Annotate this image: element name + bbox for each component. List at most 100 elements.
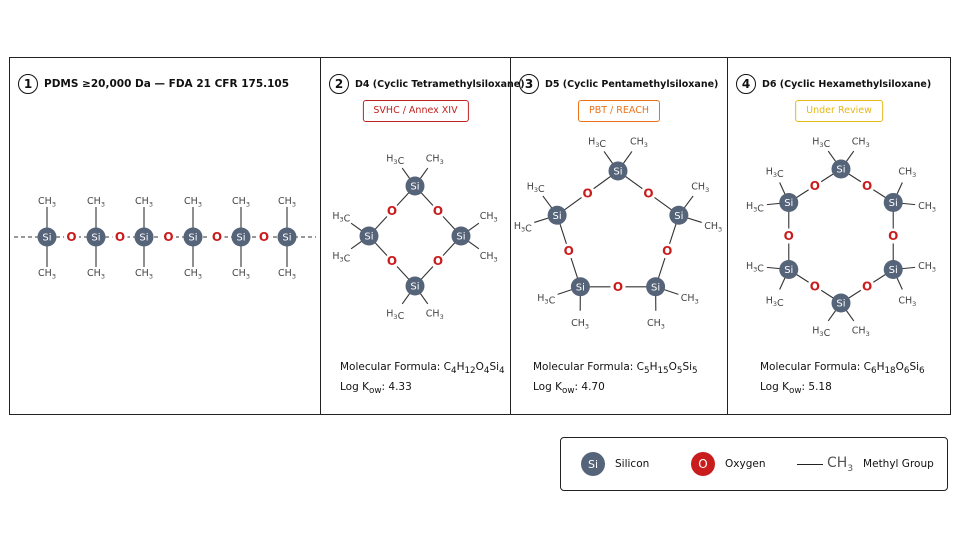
svg-text:Si: Si <box>188 233 197 244</box>
legend-methyl: CH3 Methyl Group <box>797 438 934 490</box>
pdms-chain-structure: CH3CH3OCH3CH3OCH3CH3OCH3CH3OCH3CH3OCH3CH… <box>14 196 316 281</box>
silicon-atom: Si <box>451 226 471 246</box>
oxygen-knockout <box>384 253 400 269</box>
oxygen-knockout <box>580 185 596 201</box>
svg-text:Si: Si <box>282 233 291 244</box>
methyl-group: H3C <box>332 211 350 225</box>
svg-text:Si: Si <box>784 265 793 276</box>
methyl-group: CH3 <box>184 268 202 281</box>
methyl-group: H3C <box>746 201 764 215</box>
log-kow: Log Kow: 4.33 <box>340 381 510 396</box>
oxygen-knockout <box>430 203 446 219</box>
silicon-atom: Si <box>669 205 689 225</box>
legend-silicon-label: Silicon <box>615 458 650 470</box>
silicon-atom: Si <box>831 159 851 179</box>
silicon-atom: Si <box>608 161 628 181</box>
log-kow: Log Kow: 4.70 <box>533 381 727 396</box>
molecular-formula: Molecular Formula: C6H18O6Si6 <box>760 361 950 376</box>
silicon-atom-icon: Si <box>581 452 605 476</box>
methyl-group: CH3 <box>135 268 153 281</box>
methyl-group: CH3 <box>898 167 916 180</box>
oxygen-atom: O <box>212 230 222 244</box>
oxygen-atom: O <box>433 254 443 268</box>
panel-title: D5 (Cyclic Pentamethylsiloxane) <box>545 78 719 90</box>
oxygen-atom: O <box>433 204 443 218</box>
logk-value: 4.70 <box>581 381 605 393</box>
panel-title: D4 (Cyclic Tetramethylsiloxane) <box>355 78 525 90</box>
methyl-group: CH3 <box>87 196 105 209</box>
molecular-formula: Molecular Formula: C4H12O4Si4 <box>340 361 510 376</box>
panel-pdms: 1 PDMS ≥20,000 Da — FDA 21 CFR 175.105 C… <box>9 57 321 415</box>
silicon-atom: Si <box>779 260 799 279</box>
status-badge: Under Review <box>795 100 883 122</box>
svg-text:Si: Si <box>613 167 622 178</box>
oxygen-knockout <box>112 229 128 245</box>
oxygen-knockout <box>430 253 446 269</box>
logk-value: 4.33 <box>388 381 412 393</box>
svg-text:Si: Si <box>91 233 100 244</box>
formula-value: C5H15O5Si5 <box>636 361 698 377</box>
methyl-group: CH3 <box>918 201 936 214</box>
oxygen-knockout <box>859 278 875 294</box>
panel-number: 4 <box>736 74 756 94</box>
methyl-group: CH3 <box>38 196 56 209</box>
formula-label: Molecular Formula: <box>760 361 864 373</box>
oxygen-atom: O <box>862 179 872 193</box>
silicon-atom: Si <box>883 193 903 212</box>
panel-header: 4 D6 (Cyclic Hexamethylsiloxane) <box>736 72 946 96</box>
methyl-group: H3C <box>766 295 784 309</box>
oxygen-atom: O <box>66 230 76 244</box>
oxygen-atom: O <box>643 186 653 200</box>
legend-oxygen: O Oxygen <box>691 438 765 490</box>
svg-text:Si: Si <box>674 211 683 222</box>
svg-text:Si: Si <box>651 282 660 293</box>
methyl-group: CH3 <box>681 293 699 306</box>
methyl-group: H3C <box>812 136 830 150</box>
methyl-group: CH3 <box>918 261 936 274</box>
oxygen-atom: O <box>163 230 173 244</box>
oxygen-atom: O <box>387 204 397 218</box>
oxygen-knockout <box>610 279 626 295</box>
methyl-group: H3C <box>514 221 532 235</box>
oxygen-knockout <box>807 178 823 194</box>
oxygen-atom: O <box>662 244 672 258</box>
logk-label: Log Kow: <box>340 381 386 397</box>
oxygen-atom: O <box>582 186 592 200</box>
oxygen-knockout <box>561 243 577 259</box>
formula-label: Molecular Formula: <box>340 361 444 373</box>
panel-d6: 4 D6 (Cyclic Hexamethylsiloxane) Under R… <box>727 57 951 415</box>
svg-text:Si: Si <box>456 232 465 243</box>
panel-header: 3 D5 (Cyclic Pentamethylsiloxane) <box>519 72 723 96</box>
legend-silicon: Si Silicon <box>581 438 649 490</box>
silicon-atom: Si <box>37 227 57 247</box>
oxygen-knockout <box>859 178 875 194</box>
silicon-atom: Si <box>359 226 379 246</box>
methyl-group: H3C <box>766 167 784 181</box>
methyl-group: CH3 <box>691 181 709 194</box>
legend: Si Silicon O Oxygen CH3 Methyl Group <box>560 437 948 491</box>
methyl-group: H3C <box>527 181 545 195</box>
silicon-atom: Si <box>646 277 666 297</box>
silicon-atom: Si <box>831 293 851 313</box>
methyl-group: CH3 <box>135 196 153 209</box>
oxygen-knockout <box>384 203 400 219</box>
formula-label: Molecular Formula: <box>533 361 637 373</box>
svg-text:Si: Si <box>553 211 562 222</box>
oxygen-atom: O <box>810 179 820 193</box>
methyl-group: H3C <box>386 309 404 323</box>
oxygen-knockout <box>209 229 225 245</box>
logk-label: Log Kow: <box>533 381 579 397</box>
panel-header: 1 PDMS ≥20,000 Da — FDA 21 CFR 175.105 <box>18 72 316 96</box>
svg-text:Si: Si <box>576 282 585 293</box>
svg-text:Si: Si <box>784 198 793 209</box>
oxygen-knockout <box>640 185 656 201</box>
methyl-group: CH3 <box>232 268 250 281</box>
oxygen-knockout <box>161 229 176 245</box>
methyl-group: H3C <box>386 153 404 167</box>
oxygen-atom: O <box>613 280 623 294</box>
legend-methyl-label: Methyl Group <box>863 458 934 470</box>
svg-text:Si: Si <box>42 233 51 244</box>
silicon-atom: Si <box>183 227 203 247</box>
